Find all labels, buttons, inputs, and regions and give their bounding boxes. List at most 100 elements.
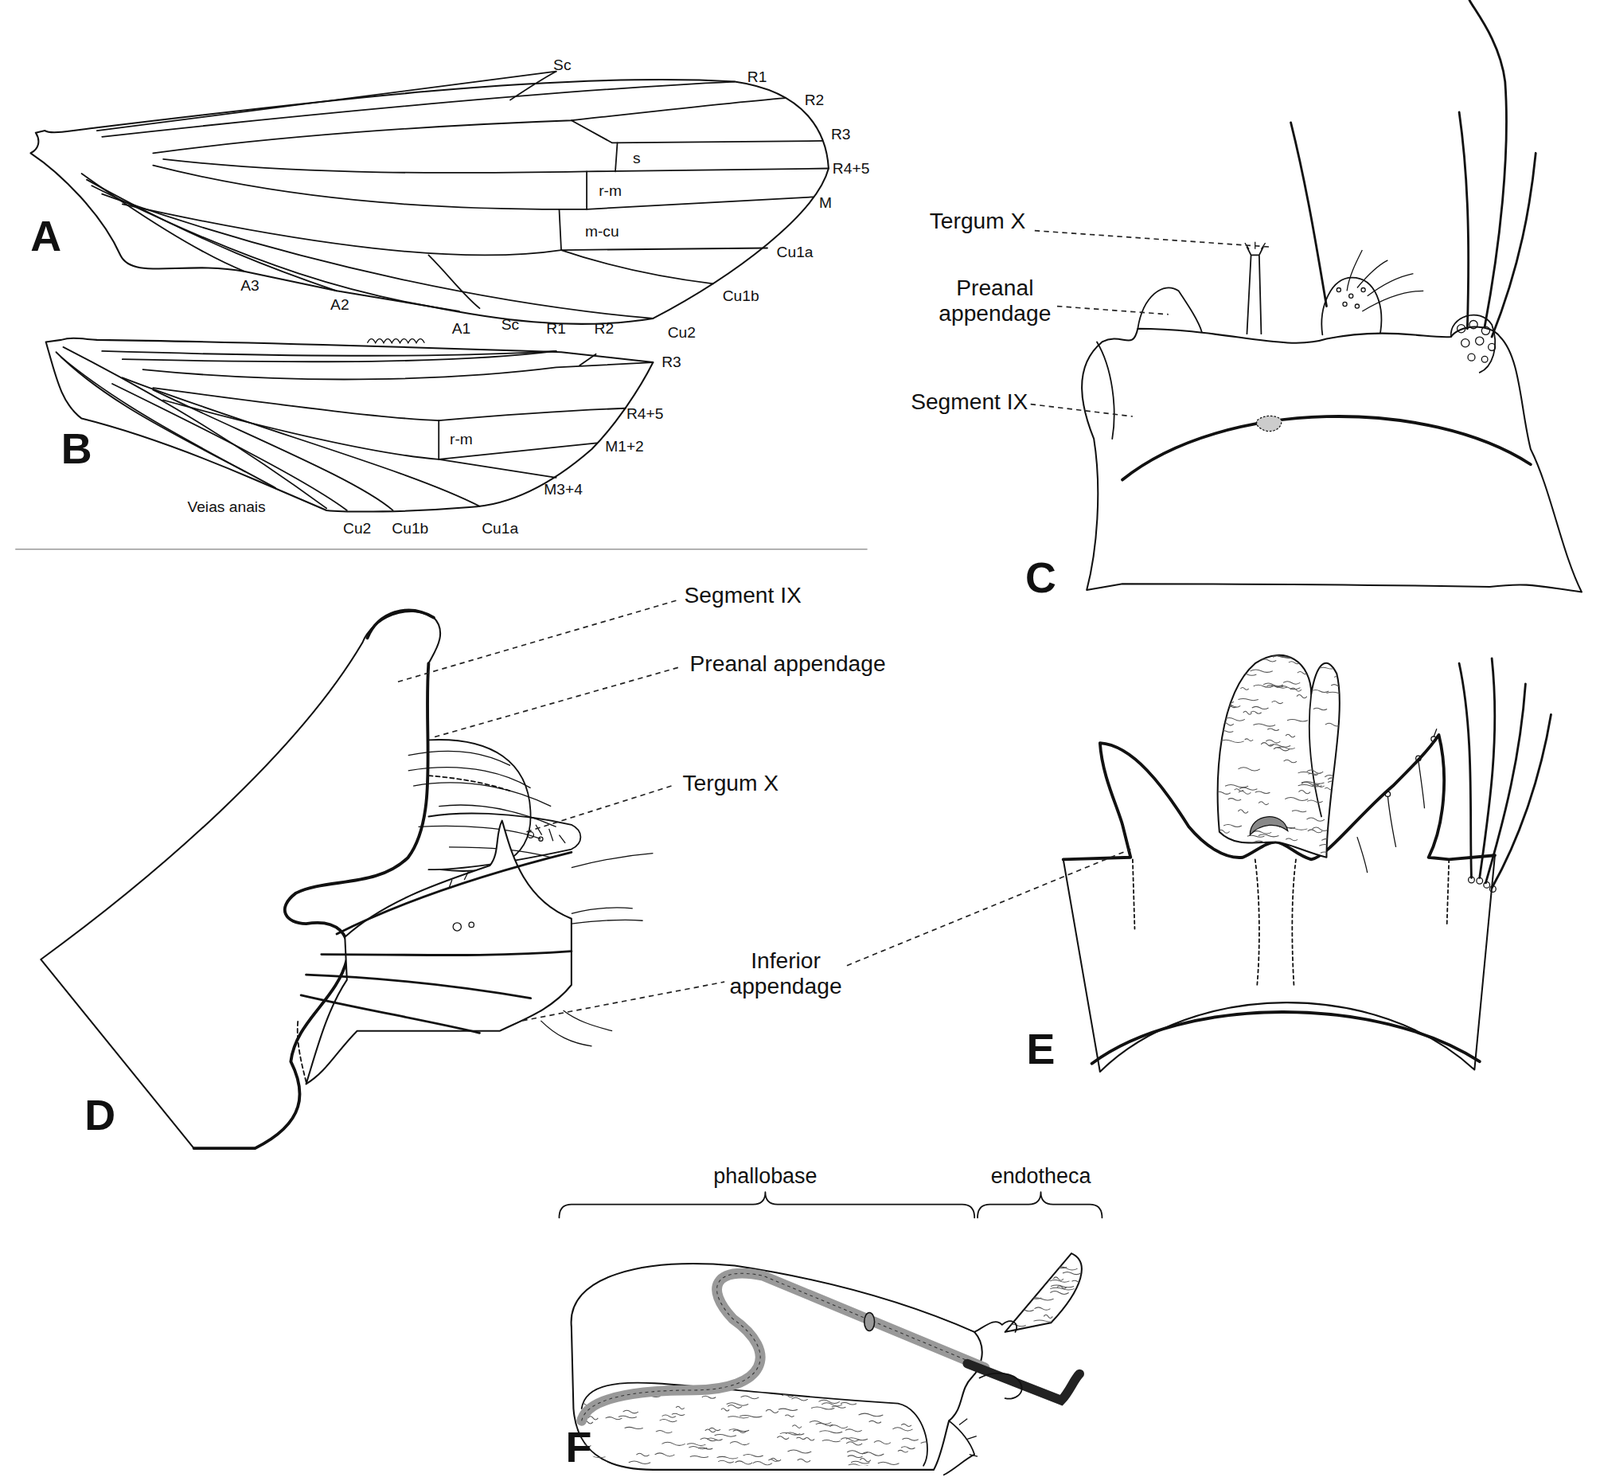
surface-texture	[729, 1428, 750, 1432]
surface-texture	[1301, 781, 1325, 785]
surface-texture	[636, 1452, 649, 1456]
vein-label: Cu1a	[776, 243, 814, 262]
surface-texture	[1041, 1248, 1051, 1253]
surface-texture	[1258, 801, 1269, 805]
surface-texture	[624, 1426, 644, 1429]
surface-texture	[1324, 787, 1333, 790]
surface-texture	[1307, 829, 1323, 833]
surface-texture	[1327, 780, 1350, 784]
surface-texture	[892, 1427, 913, 1431]
surface-texture	[753, 1460, 773, 1464]
hind-wing	[46, 338, 654, 512]
surface-texture	[729, 1441, 750, 1445]
surface-texture	[727, 1416, 749, 1418]
surface-texture	[858, 1412, 884, 1417]
surface-texture	[781, 1393, 793, 1397]
surface-texture	[850, 1460, 870, 1464]
panel-letter: E	[1026, 1024, 1056, 1074]
surface-texture	[739, 1415, 762, 1417]
surface-texture	[1018, 1260, 1029, 1264]
vein-label: Sc	[501, 316, 520, 334]
surface-texture	[1341, 711, 1359, 715]
surface-texture	[1290, 687, 1302, 691]
surface-texture	[1345, 717, 1356, 720]
surface-texture	[1240, 687, 1249, 691]
surface-texture	[848, 1467, 863, 1472]
surface-texture	[1330, 684, 1343, 687]
surface-texture	[1077, 1294, 1101, 1298]
surface-texture	[1344, 761, 1359, 765]
surface-texture	[1223, 823, 1242, 827]
surface-texture	[1062, 1309, 1075, 1312]
surface-texture	[1326, 691, 1351, 694]
surface-texture	[898, 1398, 918, 1401]
surface-texture	[1344, 740, 1359, 743]
surface-texture	[675, 1405, 685, 1409]
surface-texture	[1228, 798, 1241, 801]
surface-texture	[920, 1441, 943, 1444]
surface-texture	[727, 1404, 742, 1409]
surface-texture	[714, 1433, 737, 1437]
cell-label: s	[632, 149, 641, 168]
surface-texture	[1342, 800, 1358, 804]
surface-texture	[1252, 723, 1276, 726]
vein-label: R3	[831, 125, 851, 144]
vein-label: A3	[240, 277, 260, 295]
surface-texture	[914, 1403, 928, 1406]
surface-texture	[690, 1455, 709, 1458]
surface-texture	[1326, 658, 1341, 660]
surface-texture	[721, 1408, 730, 1411]
surface-texture	[1273, 747, 1290, 751]
surface-texture	[1043, 1265, 1067, 1268]
surface-texture	[1035, 1259, 1059, 1262]
surface-texture	[1306, 663, 1319, 668]
surface-texture	[671, 1412, 685, 1415]
surface-texture	[1260, 659, 1277, 662]
surface-texture	[878, 1466, 890, 1469]
vein-label: M1+2	[604, 437, 644, 456]
surface-texture	[1334, 675, 1349, 679]
genitalia-lateral	[40, 609, 653, 1148]
part-label: Segment IX	[910, 388, 1028, 414]
surface-texture	[1320, 851, 1337, 855]
surface-texture	[1263, 682, 1284, 687]
surface-texture	[1043, 1314, 1053, 1318]
surface-texture	[878, 1461, 900, 1464]
surface-texture	[1219, 739, 1244, 742]
surface-texture	[623, 1409, 639, 1413]
surface-texture	[1325, 722, 1341, 726]
surface-texture	[1253, 684, 1273, 687]
surface-texture	[1237, 767, 1260, 771]
surface-texture	[1255, 791, 1271, 793]
surface-texture	[1215, 791, 1230, 794]
part-label: Tergum X	[682, 769, 780, 796]
part-label: Preanal appendage	[923, 273, 1066, 326]
surface-texture	[1259, 851, 1269, 855]
surface-texture	[863, 1390, 883, 1394]
surface-texture	[1342, 674, 1355, 678]
surface-texture	[1219, 699, 1234, 703]
surface-texture	[1015, 1308, 1035, 1312]
surface-texture	[743, 1453, 764, 1456]
surface-texture	[1062, 1271, 1081, 1274]
surface-texture	[1218, 849, 1235, 853]
surface-texture	[1327, 777, 1343, 781]
surface-texture	[686, 1443, 707, 1446]
surface-texture	[1321, 838, 1344, 842]
surface-texture	[901, 1437, 918, 1440]
surface-texture	[848, 1463, 869, 1467]
surface-texture	[1268, 744, 1291, 747]
panel-letter: B	[61, 424, 93, 474]
surface-texture	[1268, 846, 1287, 849]
surface-texture	[1081, 1321, 1102, 1325]
surface-texture	[1336, 752, 1355, 755]
panel-letter: F	[565, 1422, 592, 1472]
bracket-label: endotheca	[991, 1162, 1092, 1188]
surface-texture	[1267, 728, 1280, 730]
surface-texture	[1045, 1252, 1069, 1256]
vein-label: R2	[804, 91, 825, 110]
surface-texture	[1033, 1319, 1058, 1322]
surface-texture	[1334, 818, 1346, 822]
surface-texture	[1243, 710, 1253, 715]
surface-texture	[705, 1428, 716, 1433]
